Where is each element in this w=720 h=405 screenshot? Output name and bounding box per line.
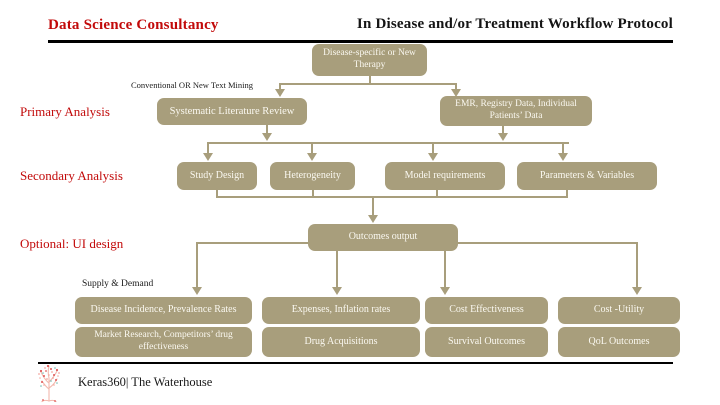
connector-line (444, 251, 446, 288)
arrow-down-icon (332, 287, 342, 295)
node-label: Parameters & Variables (539, 169, 635, 181)
connector-line (432, 142, 434, 154)
arrow-down-icon (558, 153, 568, 161)
arrow-down-icon (368, 215, 378, 223)
arrow-down-icon (262, 133, 272, 141)
arrow-down-icon (203, 153, 213, 161)
tree-logo-icon (38, 364, 60, 403)
connector-line (455, 83, 457, 90)
node-disease-specific-or-new-therapy: Disease-specific or New Therapy (312, 44, 427, 76)
connector-line (207, 142, 569, 144)
connector-line (279, 83, 281, 90)
node-heterogeneity: Heterogeneity (270, 162, 355, 190)
node-outcomes-output: Outcomes output (308, 224, 458, 251)
connector-line (312, 190, 314, 198)
arrow-down-icon (275, 89, 285, 97)
connector-line (216, 196, 568, 198)
row-label-secondary-analysis: Secondary Analysis (20, 168, 123, 183)
node-label: Heterogeneity (284, 169, 341, 181)
node-label: Disease Incidence, Prevalence Rates (90, 304, 237, 316)
arrow-down-icon (307, 153, 317, 161)
node-parameters-variables: Parameters & Variables (517, 162, 657, 190)
node-study-design: Study Design (177, 162, 257, 190)
connector-line (207, 142, 209, 154)
connector-line (502, 126, 504, 134)
node-label: Systematic Literature Review (169, 105, 295, 117)
arrow-down-icon (440, 287, 450, 295)
header-divider (48, 40, 673, 43)
arrow-down-icon (632, 287, 642, 295)
node-market-research-competitors-drug-effectiveness: Market Research, Competitors’ drug effec… (75, 327, 252, 357)
connector-line (369, 76, 371, 84)
node-label: Drug Acquisitions (304, 335, 378, 347)
connector-line (372, 196, 374, 216)
node-label: Survival Outcomes (448, 335, 525, 347)
connector-line (562, 142, 564, 154)
node-label: Disease-specific or New Therapy (323, 48, 416, 70)
node-label: Expenses, Inflation rates (291, 304, 391, 316)
connector-line (266, 125, 268, 134)
connector-line (336, 251, 338, 288)
connector-line (279, 83, 457, 85)
node-label: Outcomes output (348, 231, 418, 243)
node-emr-registry-data: EMR, Registry Data, Individual Patients’… (440, 96, 592, 126)
connector-line (196, 242, 198, 288)
node-expenses-inflation-rates: Expenses, Inflation rates (262, 297, 420, 324)
slide-title: In Disease and/or Treatment Workflow Pro… (356, 16, 673, 32)
connector-line (436, 190, 438, 198)
node-systematic-literature-review: Systematic Literature Review (157, 98, 307, 125)
node-label: Study Design (189, 169, 245, 181)
arrow-down-icon (428, 153, 438, 161)
row-label-primary-analysis: Primary Analysis (20, 104, 110, 119)
connector-line (196, 242, 310, 244)
node-cost-effectiveness: Cost Effectiveness (425, 297, 548, 324)
node-label: Model requirements (404, 169, 486, 181)
arrow-down-icon (451, 89, 461, 97)
footer-divider (38, 362, 673, 364)
annotation-text-mining: Conventional OR New Text Mining (131, 80, 254, 90)
connector-line (455, 242, 638, 244)
brand-text: Keras360| The Waterhouse (78, 375, 213, 389)
connector-line (216, 190, 218, 198)
node-cost-utility: Cost -Utility (558, 297, 680, 324)
node-label: Cost Effectiveness (449, 304, 524, 316)
row-label-optional-ui-design: Optional: UI design (20, 236, 124, 251)
node-drug-acquisitions: Drug Acquisitions (262, 327, 420, 357)
node-model-requirements: Model requirements (385, 162, 505, 190)
connector-line (566, 190, 568, 198)
node-label: Cost -Utility (593, 304, 645, 316)
company-name: Data Science Consultancy (48, 17, 219, 33)
connector-line (636, 242, 638, 288)
connector-line (311, 142, 313, 154)
node-survival-outcomes: Survival Outcomes (425, 327, 548, 357)
node-label: QoL Outcomes (588, 335, 650, 347)
annotation-supply-demand: Supply & Demand (82, 279, 154, 289)
node-disease-incidence-prevalence-rates: Disease Incidence, Prevalence Rates (75, 297, 252, 324)
node-qol-outcomes: QoL Outcomes (558, 327, 680, 357)
arrow-down-icon (192, 287, 202, 295)
node-label: EMR, Registry Data, Individual Patients’… (455, 99, 577, 121)
node-label: Market Research, Competitors’ drug effec… (94, 330, 233, 352)
arrow-down-icon (498, 133, 508, 141)
